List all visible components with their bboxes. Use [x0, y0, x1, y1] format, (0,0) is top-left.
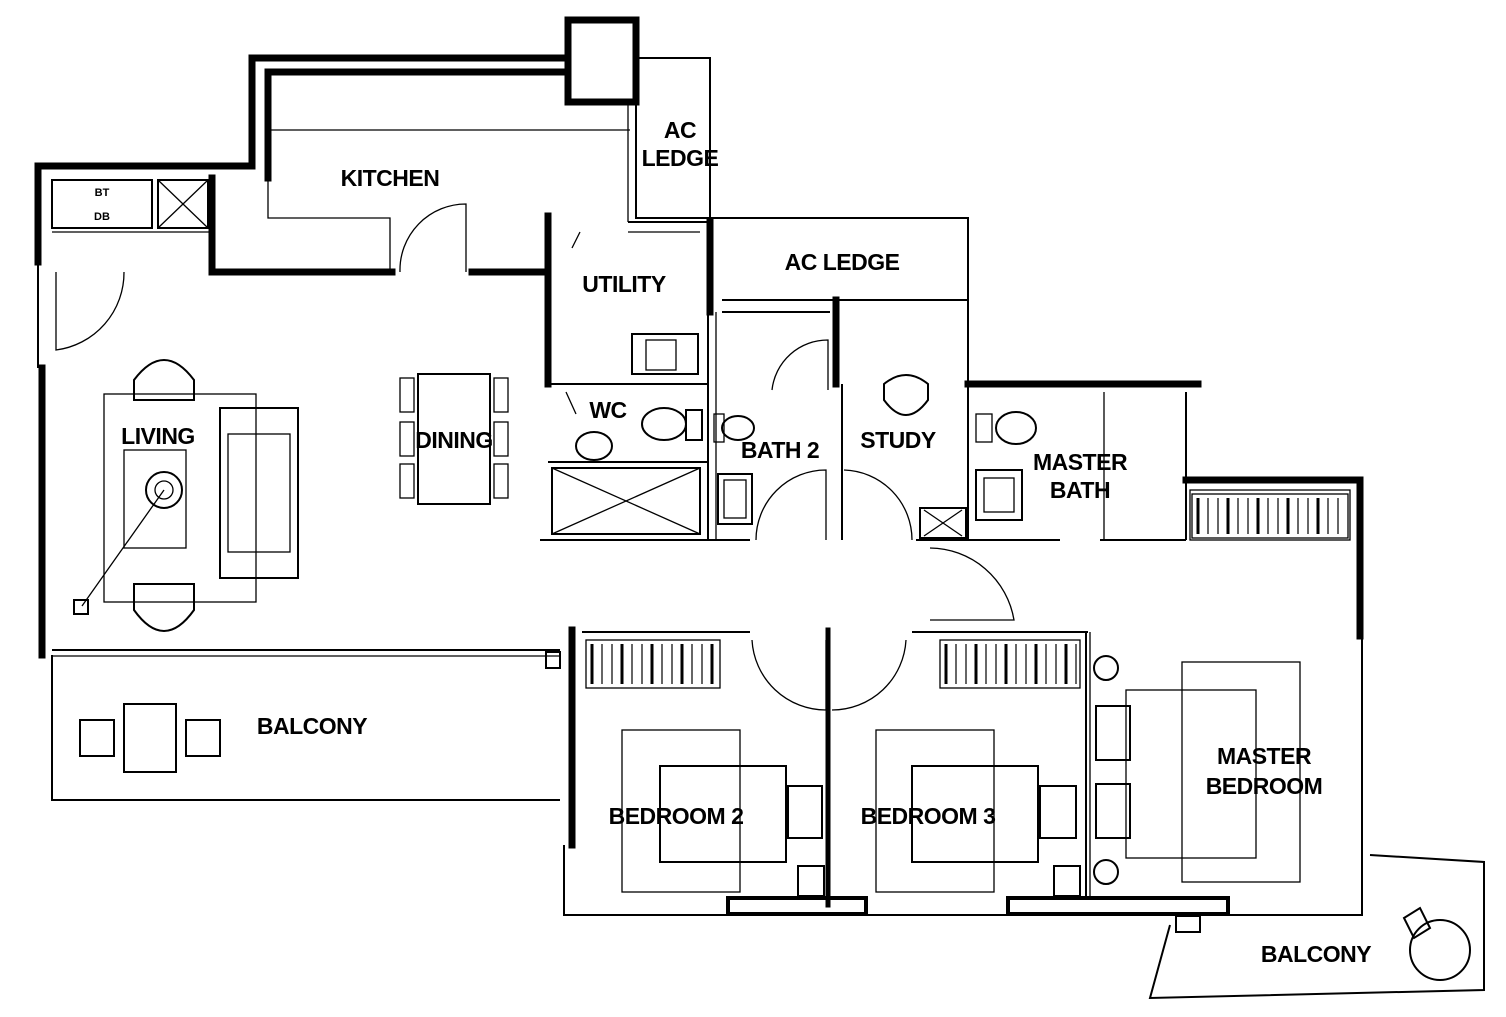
room-labels: KITCHEN AC LEDGE AC LEDGE UTILITY WC BAT…	[94, 117, 1372, 967]
label-bt: BT	[95, 187, 110, 199]
wardrobe	[585, 639, 721, 689]
label-ac-ledge-top-line2: LEDGE	[642, 145, 719, 171]
outlines	[37, 57, 1485, 1000]
label-balcony-right: BALCONY	[1261, 941, 1371, 967]
label-balcony-left: BALCONY	[257, 713, 367, 739]
wardrobe	[939, 639, 1081, 689]
label-dining: DINING	[415, 427, 493, 453]
label-bedroom-3: BEDROOM 3	[861, 803, 996, 829]
label-study: STUDY	[860, 427, 936, 453]
wardrobe	[1191, 493, 1349, 539]
label-utility: UTILITY	[582, 271, 666, 297]
label-master-bath-line1: MASTER	[1033, 449, 1128, 475]
furniture	[73, 359, 1471, 981]
label-ac-ledge-top-line1: AC	[664, 117, 696, 143]
wardrobes	[585, 493, 1349, 689]
label-kitchen: KITCHEN	[341, 165, 440, 191]
label-wc: WC	[589, 397, 626, 423]
label-living: LIVING	[121, 423, 195, 449]
label-master-bath-line2: BATH	[1050, 477, 1110, 503]
label-db: DB	[94, 211, 110, 223]
label-master-bedroom-line2: BEDROOM	[1206, 773, 1323, 799]
label-master-bedroom-line1: MASTER	[1217, 743, 1312, 769]
doors	[55, 203, 1015, 711]
label-bath-2: BATH 2	[741, 437, 819, 463]
label-ac-ledge: AC LEDGE	[785, 249, 900, 275]
label-bedroom-2: BEDROOM 2	[609, 803, 744, 829]
